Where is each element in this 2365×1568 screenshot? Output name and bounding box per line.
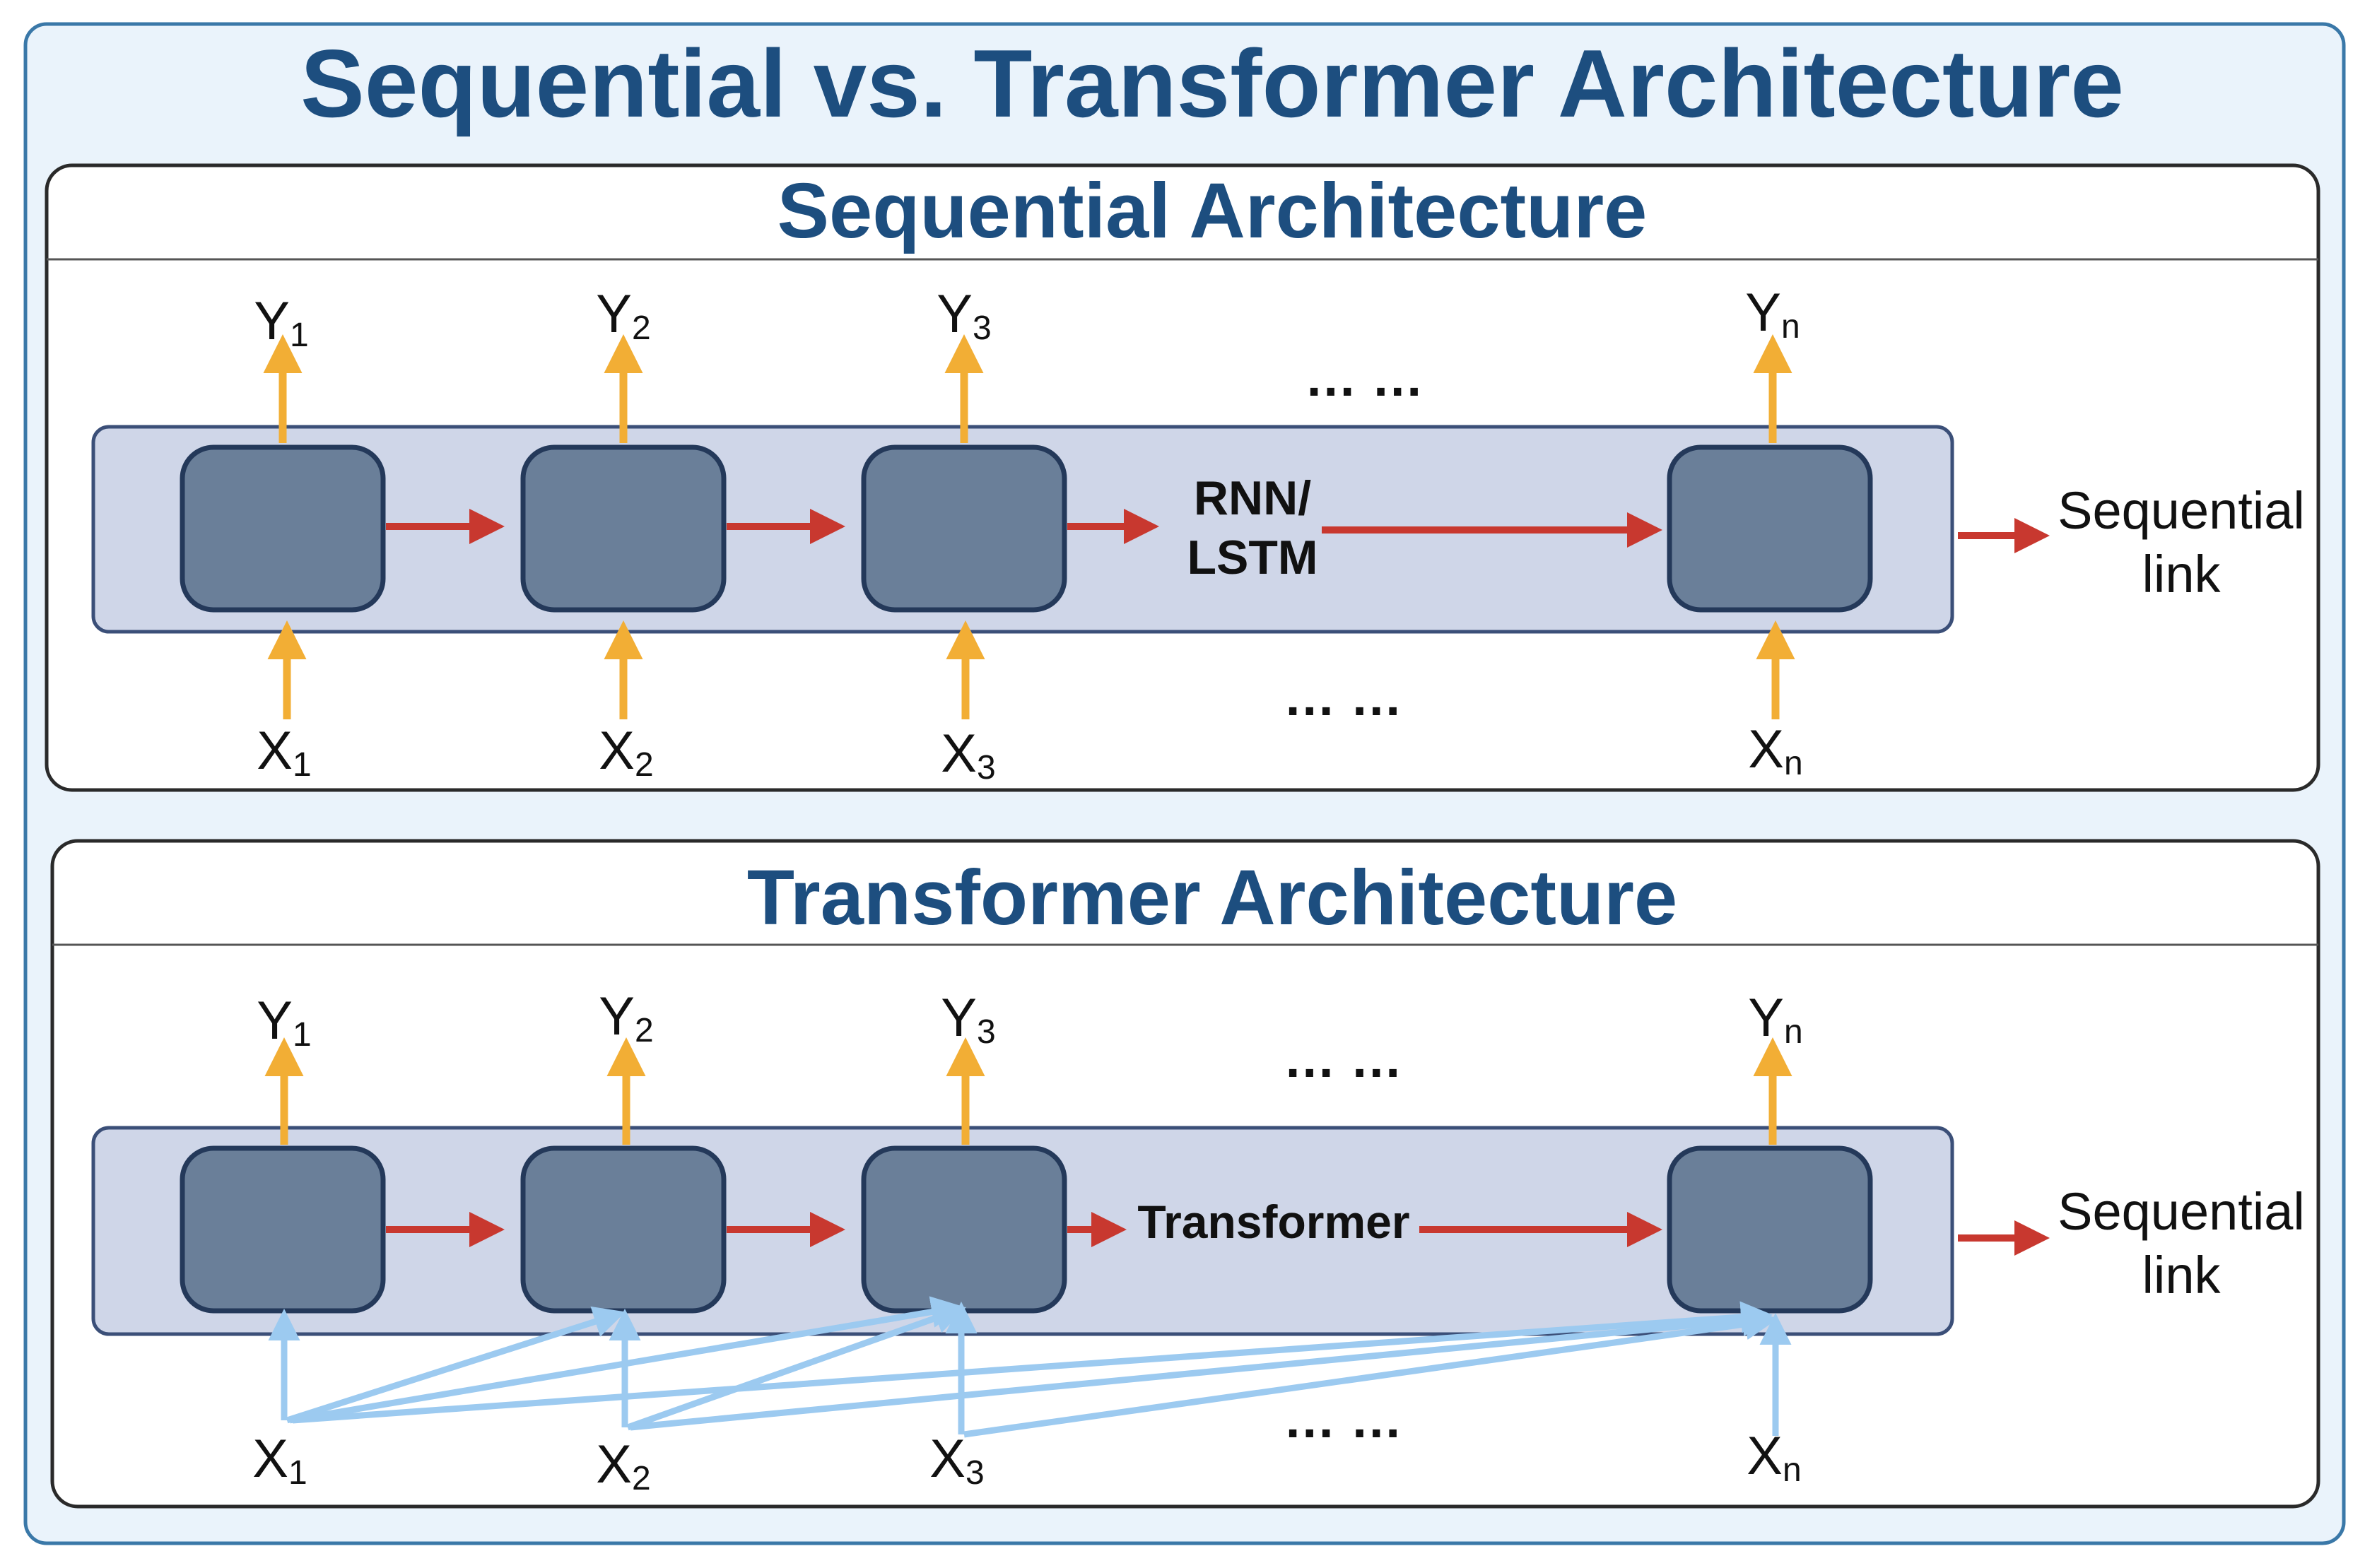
transformer-cell-1: [180, 1145, 386, 1314]
transformer-input-label-n: Xn: [1747, 1426, 1801, 1489]
sequential-input-label-2: X2: [599, 721, 653, 784]
transformer-ellipsis-bottom: … …: [1284, 1390, 1403, 1449]
transformer-input-label-1: X1: [252, 1429, 307, 1492]
sequential-cell-n: [1667, 444, 1873, 613]
sequential-output-label-n: Yn: [1745, 283, 1800, 346]
sequential-ellipsis-bottom: … …: [1284, 668, 1403, 726]
transformer-title: Transformer Architecture: [747, 854, 1677, 941]
transformer-cell-n: [1667, 1145, 1873, 1314]
transformer-side-label-line1: Sequential: [2058, 1182, 2305, 1241]
sequential-output-label-2: Y2: [596, 284, 650, 347]
sequential-title: Sequential Architecture: [777, 167, 1648, 254]
transformer-input-label-3: X3: [929, 1429, 984, 1492]
attention-arrow-icon: [268, 1296, 1792, 1438]
transformer-output-label-1: Y1: [257, 991, 311, 1054]
sequential-cell-1: [180, 444, 386, 613]
transformer-panel: Transformer Architecture Transformer: [50, 839, 2320, 1509]
sequential-side-label-line2: link: [2142, 545, 2221, 603]
sequential-input-label-3: X3: [941, 724, 995, 786]
transformer-side-label-line2: link: [2142, 1246, 2221, 1304]
sequential-input-label-1: X1: [257, 721, 311, 784]
transformer-output-label-n: Yn: [1748, 988, 1802, 1051]
sequential-input-label-n: Xn: [1748, 719, 1802, 782]
transformer-input-label-2: X2: [596, 1434, 650, 1497]
transformer-cell-2: [520, 1145, 727, 1314]
sequential-cell-3: [861, 444, 1067, 613]
transformer-cell-3: [861, 1145, 1067, 1314]
sequential-cell-2: [520, 444, 727, 613]
transformer-ellipsis-top: … …: [1284, 1030, 1403, 1088]
sequential-middle-label-line1: RNN/: [1194, 471, 1311, 525]
sequential-output-label-1: Y1: [254, 291, 308, 354]
main-title: Sequential vs. Transformer Architecture: [300, 30, 2124, 137]
sequential-output-label-3: Y3: [937, 284, 991, 347]
sequential-side-label-line1: Sequential: [2058, 481, 2305, 540]
sequential-ellipsis-top: … …: [1305, 348, 1424, 407]
sequential-panel: Sequential Architecture RNN/ LSTM … … … …: [45, 163, 2320, 792]
sequential-middle-label-line2: LSTM: [1187, 531, 1318, 584]
transformer-output-label-3: Y3: [941, 988, 995, 1051]
transformer-middle-label: Transformer: [1137, 1196, 1409, 1248]
transformer-output-label-2: Y2: [599, 986, 653, 1049]
